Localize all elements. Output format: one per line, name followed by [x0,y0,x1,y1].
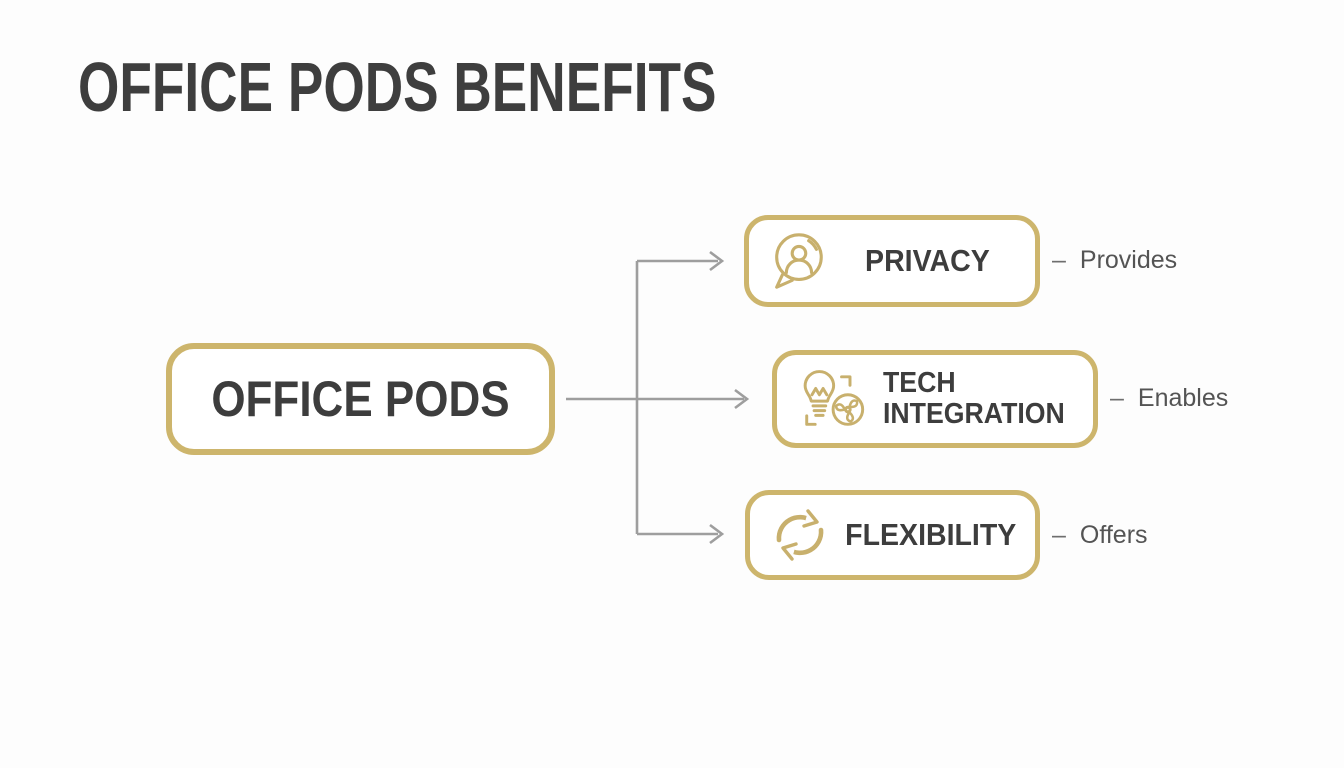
speech-bubble-person-icon [767,228,829,294]
benefit-label-privacy: PRIVACY [865,243,990,278]
arrowhead-middle [734,388,750,410]
arrowhead-top [709,250,725,272]
annotation-provides: – Provides [1052,246,1177,275]
annotation-dash: – [1110,384,1124,412]
lightbulb-fan-icon [793,365,869,433]
annotation-text-enables: Enables [1137,384,1229,412]
annotation-enables: – Enables [1110,384,1228,413]
annotation-dash: – [1052,246,1066,274]
benefit-label-tech-integration: TECH INTEGRATION [883,366,1065,430]
cycle-arrows-icon [768,505,832,565]
benefit-node-tech-integration: TECH INTEGRATION [772,350,1098,448]
annotation-text-provides: Provides [1079,246,1178,274]
arrowhead-bottom [709,523,725,545]
benefit-node-flexibility: FLEXIBILITY [745,490,1040,580]
annotation-text-offers: Offers [1079,521,1148,549]
annotation-dash: – [1052,521,1066,549]
page-title: OFFICE PODS BENEFITS [78,48,717,126]
root-node-label: OFFICE PODS [211,371,510,427]
root-node-office-pods: OFFICE PODS [166,343,555,455]
benefit-node-privacy: PRIVACY [744,215,1040,307]
benefit-label-flexibility: FLEXIBILITY [845,517,1017,552]
annotation-offers: – Offers [1052,521,1148,550]
